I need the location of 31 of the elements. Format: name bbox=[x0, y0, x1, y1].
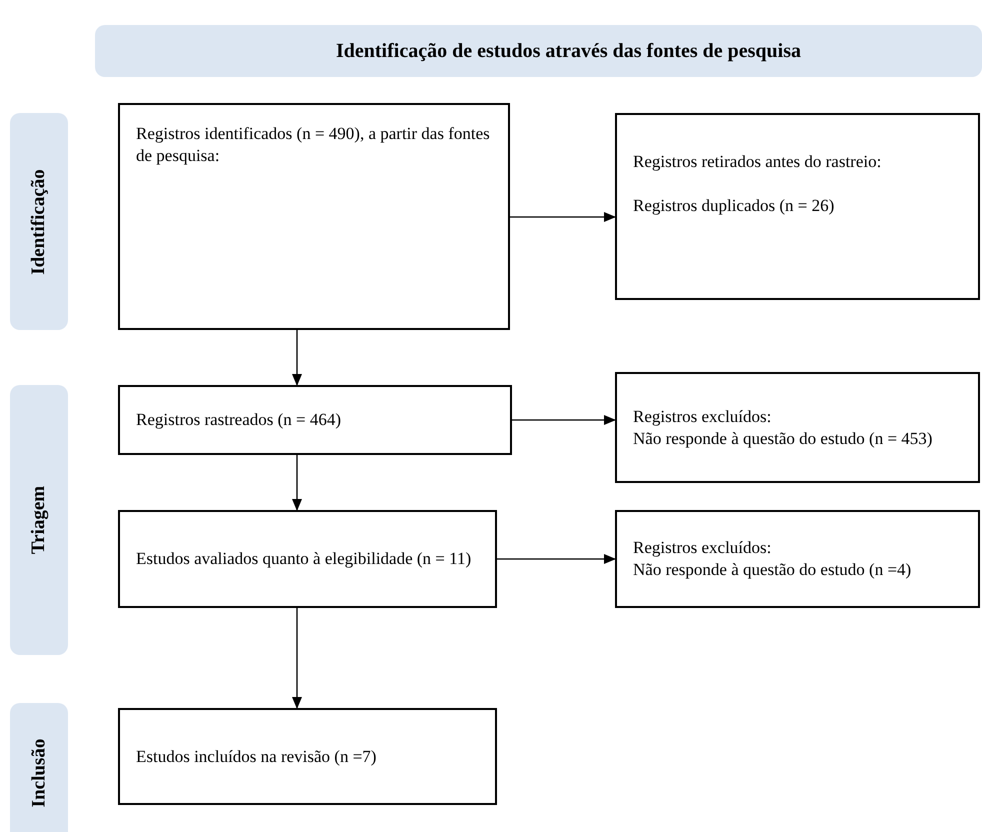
box-text: Registros identificados (n = 490), a partir das fontes de pesquisa: bbox=[136, 123, 491, 167]
process-box bbox=[118, 103, 510, 330]
arrow bbox=[512, 415, 616, 425]
process-box bbox=[615, 510, 980, 608]
box-text: Não responde à questão do estudo (n = 453) bbox=[633, 428, 934, 450]
box-text: Estudos incluídos na revisão (n =7) bbox=[136, 746, 378, 768]
box-text: Registros excluídos: bbox=[633, 537, 772, 559]
header-band bbox=[95, 25, 982, 77]
arrow bbox=[292, 608, 302, 709]
process-box bbox=[615, 372, 980, 483]
arrow bbox=[497, 554, 616, 564]
process-box bbox=[118, 708, 497, 805]
stage-band bbox=[10, 113, 68, 330]
box-text: Não responde à questão do estudo (n =4) bbox=[633, 559, 912, 581]
arrow bbox=[292, 330, 302, 386]
arrow bbox=[510, 212, 616, 222]
heading: Identificação de estudos através das fontes de pesquisa bbox=[334, 40, 802, 62]
box-text: Registros rastreados (n = 464) bbox=[136, 409, 342, 431]
stage-band bbox=[10, 703, 68, 832]
box-text: Registros excluídos: bbox=[633, 406, 772, 428]
stage-label: Triagem bbox=[28, 486, 50, 554]
process-box bbox=[615, 113, 980, 300]
stage-band bbox=[10, 385, 68, 655]
process-box bbox=[118, 385, 512, 455]
box-text: Estudos avaliados quanto à elegibilidade (n = 11) bbox=[136, 548, 472, 570]
arrow bbox=[292, 455, 302, 511]
box-text: Registros retirados antes do rastreio: bbox=[633, 151, 882, 173]
box-text: Registros duplicados (n = 26) bbox=[633, 195, 836, 217]
stage-label: Inclusão bbox=[28, 738, 50, 808]
stage-label: Identificação bbox=[28, 168, 50, 274]
process-box bbox=[118, 510, 497, 608]
